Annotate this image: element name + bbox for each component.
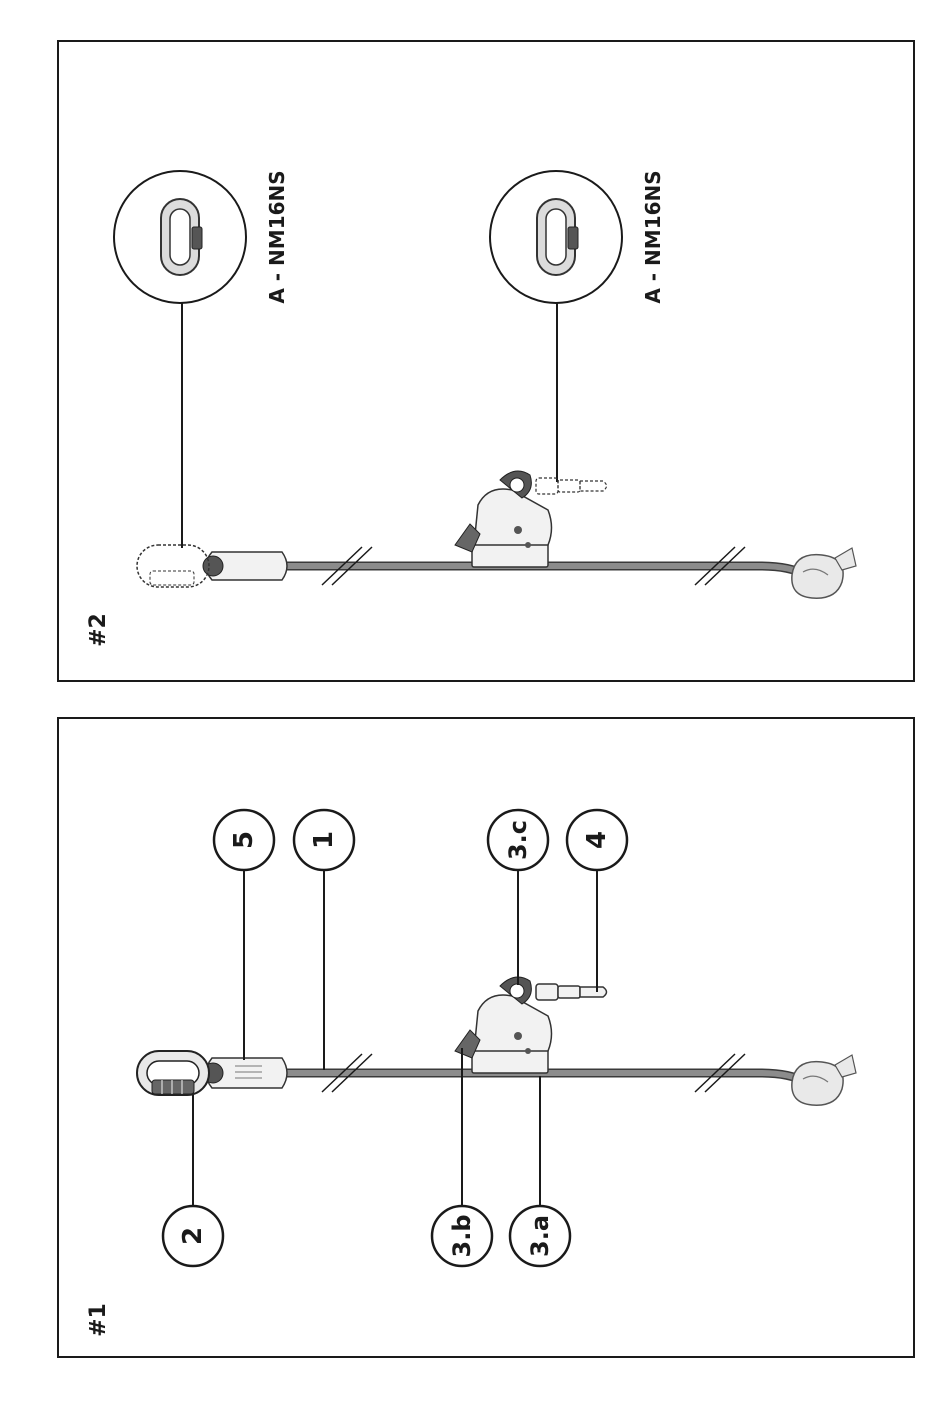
panel-2-label: #2 (86, 613, 111, 647)
callout-2-label: 2 (178, 1227, 208, 1245)
panel-2: #2 A - NM16NS A - NM16NS (58, 41, 914, 681)
panel-2-frame (58, 41, 914, 681)
carabiner-icon (161, 199, 202, 275)
connector-right-label: A - NM16NS (641, 170, 665, 303)
callout-3a-label: 3.a (526, 1215, 554, 1257)
carabiner-icon (537, 199, 578, 275)
callout-4-label: 4 (582, 831, 612, 849)
callout-2: 2 (163, 1206, 223, 1266)
callout-3b: 3.b (432, 1206, 492, 1266)
callout-3a: 3.a (510, 1206, 570, 1266)
callout-3c: 3.c (488, 810, 548, 870)
panel-1-label: #1 (86, 1303, 111, 1337)
connector-detail-left: A - NM16NS (114, 170, 289, 548)
callout-1: 1 (294, 810, 354, 870)
connector-detail-right: A - NM16NS (490, 170, 665, 482)
callout-1-label: 1 (309, 831, 339, 849)
callout-5: 5 (214, 810, 274, 870)
callout-4: 4 (567, 810, 627, 870)
callout-3b-label: 3.b (448, 1215, 476, 1258)
connector-left-label: A - NM16NS (265, 170, 289, 303)
panel-1: #1 (58, 718, 914, 1357)
lanyard-assembly-2 (137, 471, 856, 598)
callout-5-label: 5 (229, 831, 259, 849)
callout-3c-label: 3.c (504, 820, 532, 860)
